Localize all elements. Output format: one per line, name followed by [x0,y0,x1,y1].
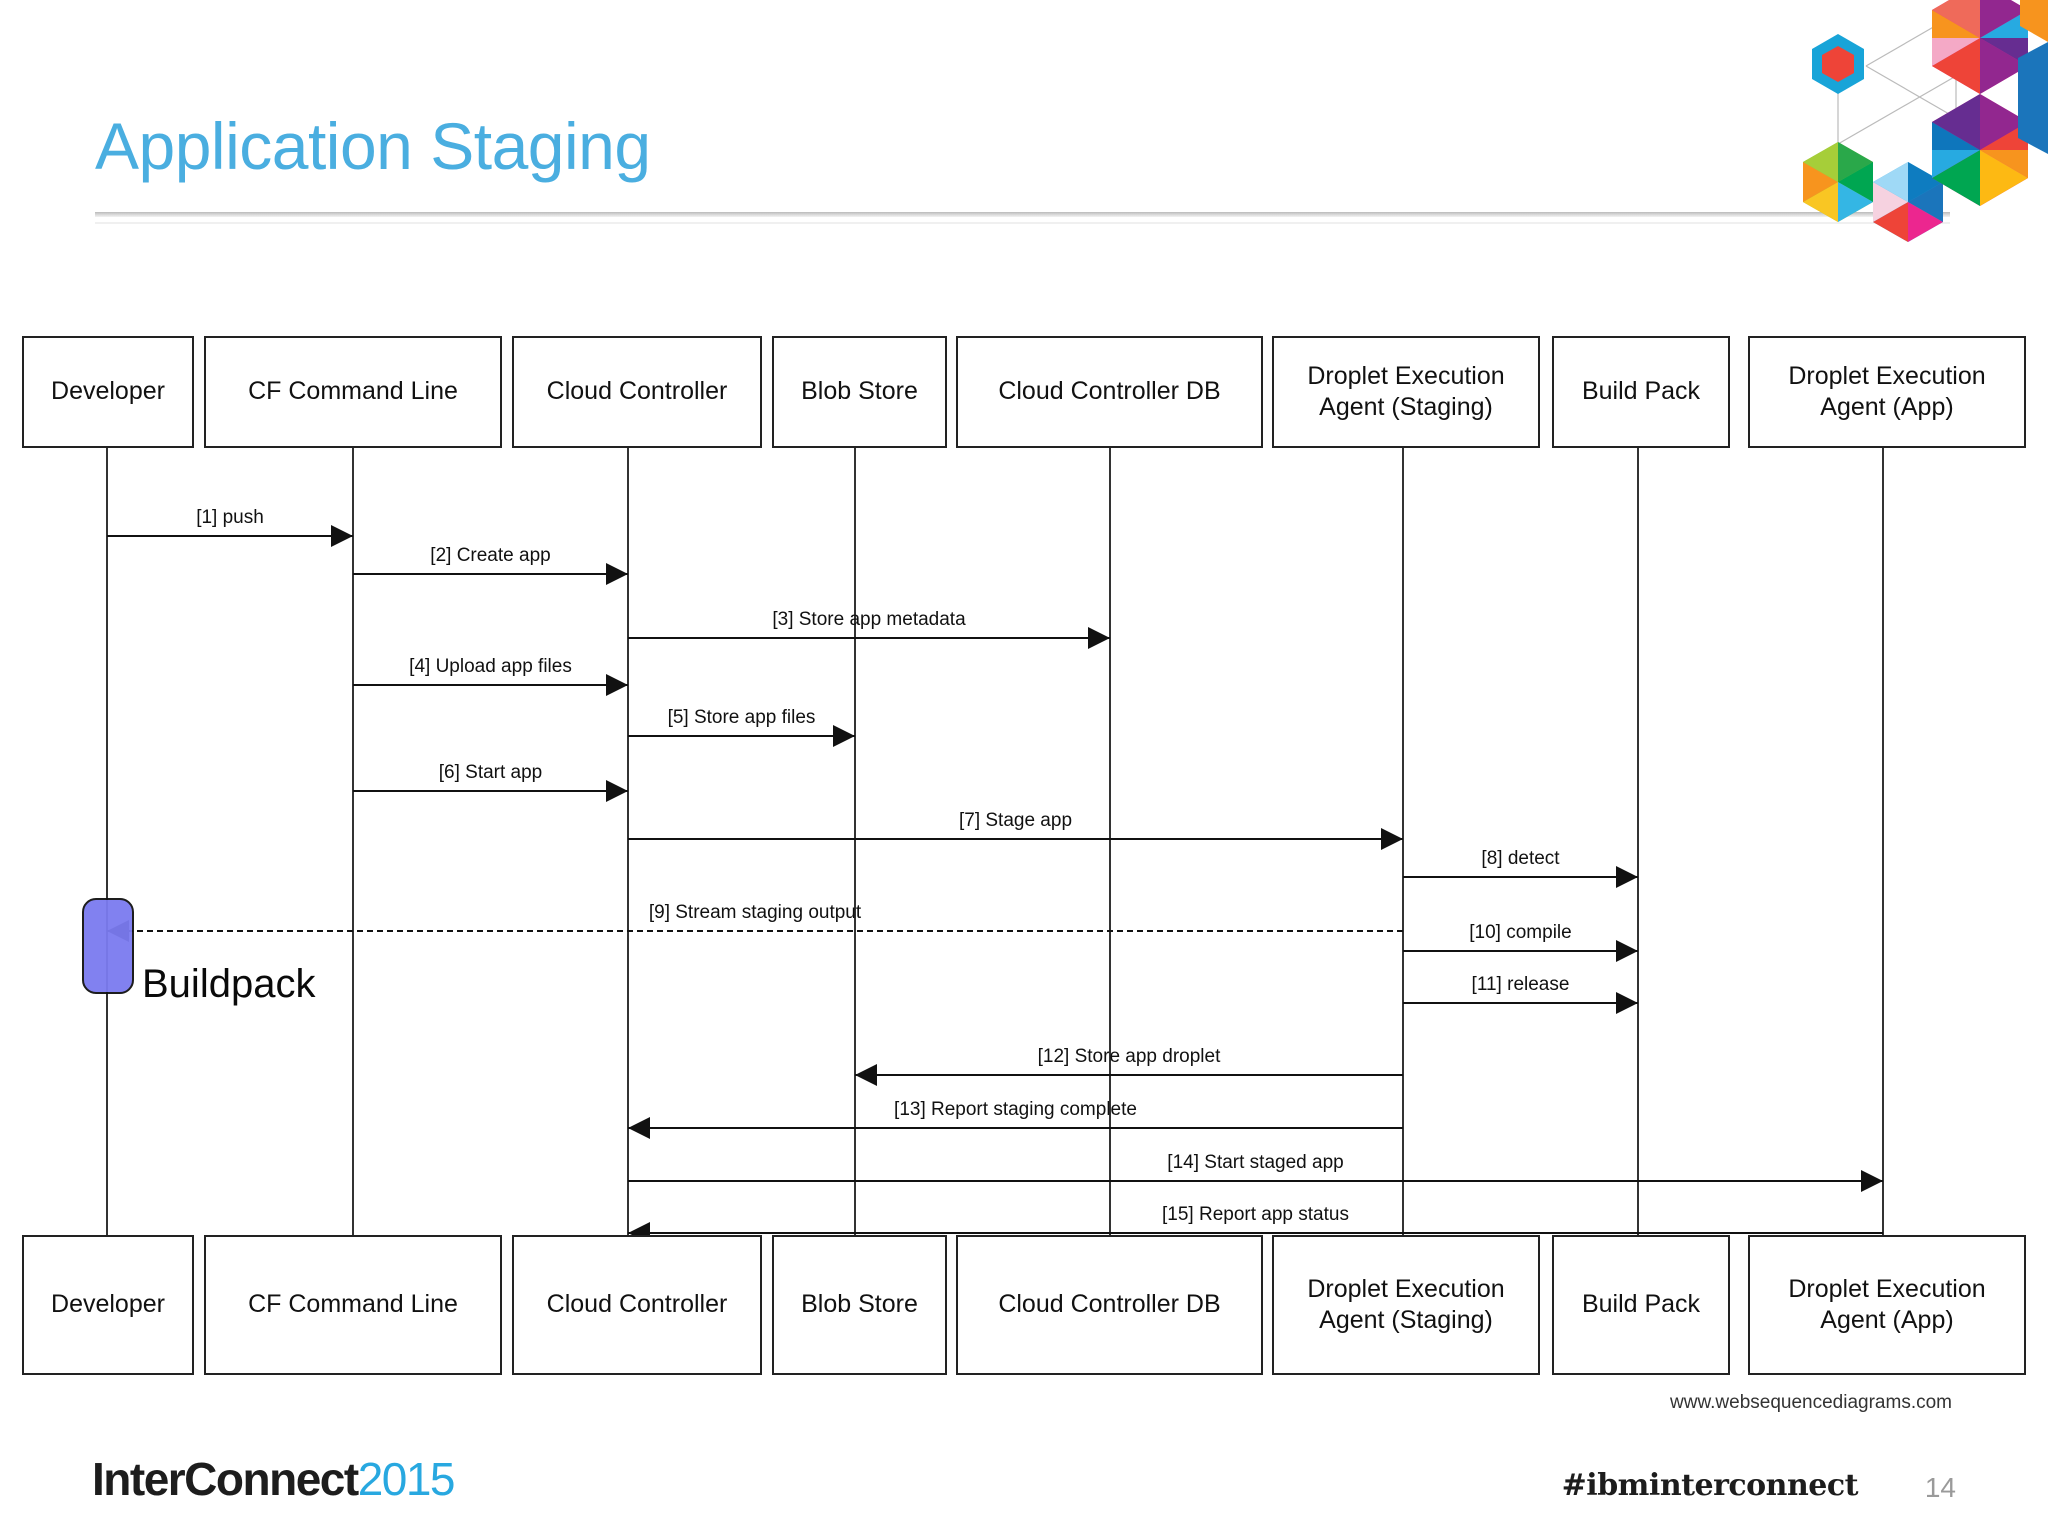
actor-label: Developer [51,1290,165,1319]
lifeline-dea-app [1882,448,1884,1235]
actor-box-top-cloud-ctrl[interactable]: Cloud Controller [512,336,762,448]
actor-label: Developer [51,377,165,406]
interconnect-brand-logo: InterConnect2015 [92,1452,456,1506]
actor-box-bottom-build-pack[interactable]: Build Pack [1552,1235,1730,1375]
lifeline-cloud-ctrl [627,448,629,1235]
event-hashtag: #ibminterconnect [1561,1468,1859,1503]
lifeline-cf-cli [352,448,354,1235]
message-arrowhead-12 [855,1064,877,1086]
message-label-10: [10] compile [1469,922,1572,943]
brand-name: InterConnect [92,1453,359,1505]
actor-box-top-dea-staging[interactable]: Droplet Execution Agent (Staging) [1272,336,1540,448]
message-arrowhead-1 [331,525,353,547]
message-label-6: [6] Start app [438,762,543,783]
header-divider [95,212,1950,217]
message-line-9 [107,930,1403,932]
actor-label: Cloud Controller [546,1290,728,1319]
message-label-9: [9] Stream staging output [648,902,862,923]
message-line-2 [353,573,628,575]
message-label-12: [12] Store app droplet [1037,1046,1221,1067]
actor-label: Cloud Controller DB [998,377,1221,406]
message-arrowhead-2 [606,563,628,585]
message-label-3: [3] Store app metadata [772,609,966,630]
websequencediagrams-credit: www.websequencediagrams.com [1670,1392,1952,1413]
message-arrowhead-8 [1616,866,1638,888]
actor-label: Cloud Controller [546,377,728,406]
message-line-12 [855,1074,1403,1076]
message-label-4: [4] Upload app files [409,656,572,677]
message-line-8 [1403,876,1638,878]
actor-box-bottom-cf-cli[interactable]: CF Command Line [204,1235,502,1375]
message-arrowhead-5 [833,725,855,747]
message-line-4 [353,684,628,686]
actor-label: Build Pack [1581,377,1701,406]
brand-year: 2015 [357,1453,456,1505]
actor-label: Blob Store [801,1290,918,1319]
actor-box-bottom-dea-app[interactable]: Droplet Execution Agent (App) [1748,1235,2026,1375]
message-line-5 [628,735,855,737]
message-line-3 [628,637,1110,639]
message-arrowhead-7 [1381,828,1403,850]
lifeline-build-pack [1637,448,1639,1235]
message-line-7 [628,838,1403,840]
message-label-11: [11] release [1471,974,1570,995]
actor-box-top-blob-store[interactable]: Blob Store [772,336,947,448]
message-arrowhead-10 [1616,940,1638,962]
header-divider-shadow [95,222,1950,224]
actor-box-bottom-blob-store[interactable]: Blob Store [772,1235,947,1375]
actor-box-bottom-developer[interactable]: Developer [22,1235,194,1375]
message-label-2: [2] Create app [430,545,551,566]
actor-label: Cloud Controller DB [998,1290,1221,1319]
actor-label: Droplet Execution Agent (App) [1788,1274,1986,1334]
buildpack-highlight-box [82,898,134,994]
actor-box-bottom-cc-db[interactable]: Cloud Controller DB [956,1235,1263,1375]
lifeline-blob-store [854,448,856,1235]
message-line-1 [107,535,353,537]
actor-box-bottom-cloud-ctrl[interactable]: Cloud Controller [512,1235,762,1375]
buildpack-annotation-label: Buildpack [142,962,316,1006]
message-label-15: [15] Report app status [1162,1204,1349,1225]
message-label-5: [5] Store app files [667,707,816,728]
lifeline-developer [106,448,108,1235]
actor-label: Droplet Execution Agent (App) [1788,361,1986,421]
message-label-7: [7] Stage app [958,810,1073,831]
message-arrowhead-11 [1616,992,1638,1014]
message-arrowhead-6 [606,780,628,802]
message-arrowhead-14 [1861,1170,1883,1192]
message-arrowhead-3 [1088,627,1110,649]
message-line-11 [1403,1002,1638,1004]
page-title: Application Staging [95,109,651,183]
message-line-15 [628,1232,1883,1234]
message-line-10 [1403,950,1638,952]
actor-label: CF Command Line [248,377,458,406]
actor-box-bottom-dea-staging[interactable]: Droplet Execution Agent (Staging) [1272,1235,1540,1375]
actor-label: Droplet Execution Agent (Staging) [1307,1274,1505,1334]
lifeline-dea-staging [1402,448,1404,1235]
ibm-interconnect-hex-logo [1718,0,2048,244]
actor-label: Droplet Execution Agent (Staging) [1307,361,1505,421]
page-number: 14 [1924,1472,1956,1503]
actor-box-top-cf-cli[interactable]: CF Command Line [204,336,502,448]
actor-label: CF Command Line [248,1290,458,1319]
message-arrowhead-4 [606,674,628,696]
message-label-8: [8] detect [1481,848,1560,869]
lifeline-cc-db [1109,448,1111,1235]
actor-box-top-developer[interactable]: Developer [22,336,194,448]
actor-label: Build Pack [1581,1290,1701,1319]
message-label-13: [13] Report staging complete [894,1099,1137,1120]
actor-box-top-build-pack[interactable]: Build Pack [1552,336,1730,448]
message-line-13 [628,1127,1403,1129]
message-line-6 [353,790,628,792]
actor-label: Blob Store [801,377,918,406]
message-label-14: [14] Start staged app [1167,1152,1344,1173]
message-line-14 [628,1180,1883,1182]
message-arrowhead-13 [628,1117,650,1139]
actor-box-top-dea-app[interactable]: Droplet Execution Agent (App) [1748,336,2026,448]
message-label-1: [1] push [196,507,264,528]
actor-box-top-cc-db[interactable]: Cloud Controller DB [956,336,1263,448]
